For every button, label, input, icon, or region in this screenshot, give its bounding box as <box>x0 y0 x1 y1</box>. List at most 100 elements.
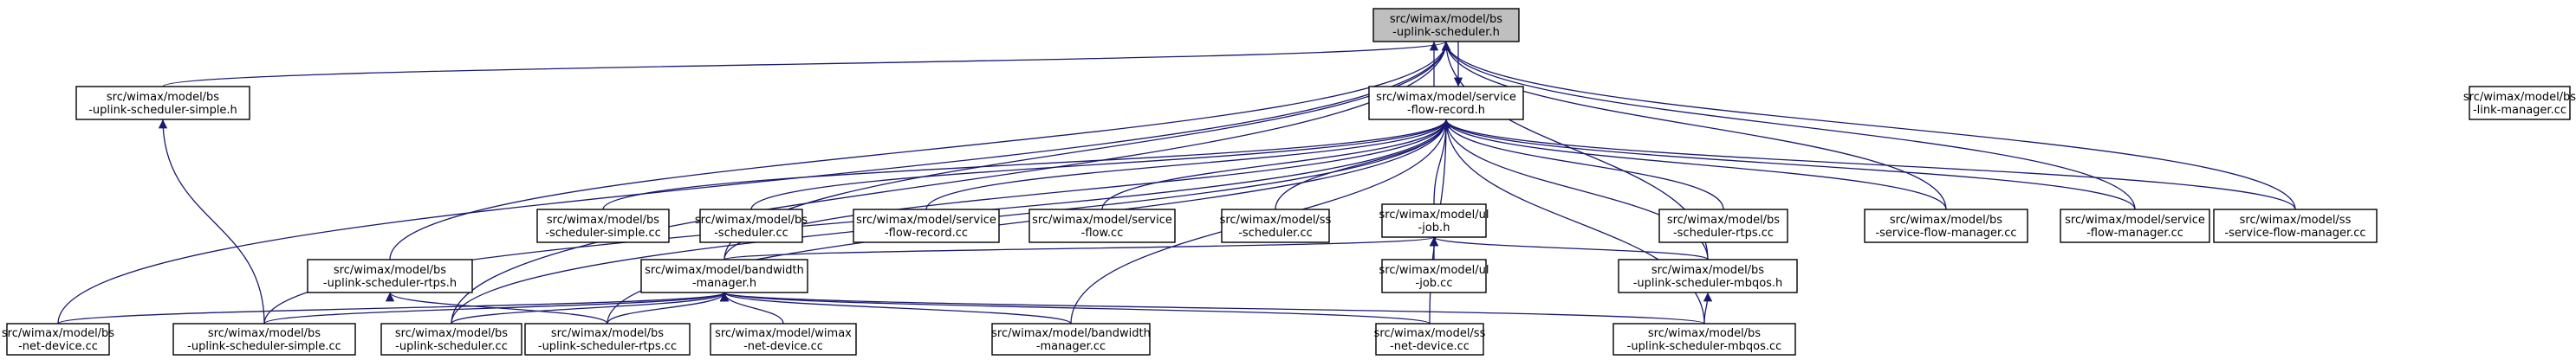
edge-bs-sched-rtps-to-sfr <box>1441 119 1724 210</box>
edge-usmbqos-h-to-ul-job-h <box>1430 236 1709 260</box>
node-label-line: -uplink-scheduler.cc <box>395 340 508 353</box>
node-ussimple-h[interactable]: src/wimax/model/bs-uplink-scheduler-simp… <box>75 86 250 120</box>
node-ss-sched[interactable]: src/wimax/model/ss-scheduler.cc <box>1220 209 1332 243</box>
node-label-line: -net-device.cc <box>743 340 823 353</box>
node-label-line: src/wimax/model/bs <box>547 214 659 227</box>
node-sf-cc[interactable]: src/wimax/model/service-flow.cc <box>1028 209 1176 243</box>
node-label-line: -flow.cc <box>1081 227 1124 240</box>
node-label-line: src/wimax/model/bandwidth <box>991 327 1151 340</box>
node-label-line: src/wimax/model/bs <box>551 327 664 340</box>
node-box <box>710 323 857 356</box>
node-box <box>2469 86 2571 120</box>
node-box <box>536 209 670 243</box>
node-label-line: src/wimax/model/bs <box>1390 13 1502 26</box>
node-label-line: -flow-record.h <box>1407 104 1485 117</box>
edge-ss-netdev-to-bwmgr-h <box>720 292 1431 325</box>
node-bwmgr-h[interactable]: src/wimax/model/bandwidth-manager.h <box>640 259 808 293</box>
node-linkmgr[interactable]: src/wimax/model/bs-link-manager.cc <box>2463 86 2576 120</box>
node-label-line: -link-manager.cc <box>2473 104 2566 117</box>
node-usmbqos-h[interactable]: src/wimax/model/bs-uplink-scheduler-mbqo… <box>1618 259 1798 293</box>
node-label-line: -uplink-scheduler-simple.cc <box>187 340 341 353</box>
node-label-line: src/wimax/model/ul <box>1379 264 1489 277</box>
node-label-line: -uplink-scheduler-rtps.cc <box>538 340 677 353</box>
node-usrtps-h[interactable]: src/wimax/model/bs-uplink-scheduler-rtps… <box>307 259 473 293</box>
node-label-line: src/wimax/model/bs <box>1648 327 1761 340</box>
node-label-line: src/wimax/model/bs <box>695 214 808 227</box>
node-bs-sched-simple[interactable]: src/wimax/model/bs-scheduler-simple.cc <box>536 209 670 243</box>
node-label-line: -scheduler-rtps.cc <box>1673 227 1774 240</box>
edge-ussimple-cc-to-ussimple-h <box>158 119 265 325</box>
node-box <box>75 86 250 120</box>
node-label-line: -flow-manager.cc <box>2086 227 2183 240</box>
edge-usrtps-cc-to-bwmgr-h <box>607 292 730 325</box>
edge-sf-cc-to-sfr <box>1101 119 1451 210</box>
node-label-line: -manager.cc <box>1036 340 1106 353</box>
node-box <box>1381 259 1487 293</box>
node-box <box>1618 259 1798 293</box>
node-box <box>2213 209 2378 243</box>
node-label-line: -uplink-scheduler-mbqos.cc <box>1627 340 1782 353</box>
node-label-line: -manager.h <box>692 277 756 290</box>
node-box <box>1368 86 1524 120</box>
edge-us-cc-to-bwmgr-h <box>451 292 730 325</box>
node-label-line: -net-device.cc <box>18 340 98 353</box>
node-sfr[interactable]: src/wimax/model/service-flow-record.h <box>1368 86 1524 120</box>
node-bs-sched-rtps[interactable]: src/wimax/model/bs-scheduler-rtps.cc <box>1658 209 1788 243</box>
node-root[interactable]: src/wimax/model/bs-uplink-scheduler.h <box>1372 8 1520 42</box>
node-label-line: -net-device.cc <box>1390 340 1470 353</box>
node-box <box>172 323 356 356</box>
node-label-line: -flow-record.cc <box>885 227 968 240</box>
edge-bs-sfm-to-root <box>1441 41 1947 210</box>
edge-bs-sfm-to-sfr <box>1441 119 1947 210</box>
node-bs-netdev[interactable]: src/wimax/model/bs-net-device.cc <box>2 323 114 356</box>
edge-sfm-to-root <box>1441 41 2136 210</box>
node-ss-sfm[interactable]: src/wimax/model/ss-service-flow-manager.… <box>2213 209 2378 243</box>
node-usmbqos-cc[interactable]: src/wimax/model/bs-uplink-scheduler-mbqo… <box>1612 323 1796 356</box>
edge-bwmgr-h-to-ul-job-h <box>723 236 1438 260</box>
node-sfm[interactable]: src/wimax/model/service-flow-manager.cc <box>2060 209 2210 243</box>
node-label-line: -scheduler-simple.cc <box>545 227 661 240</box>
node-label-line: src/wimax/model/bs <box>2 327 114 340</box>
node-label-line: src/wimax/model/bs <box>395 327 508 340</box>
node-label-line: -service-flow-manager.cc <box>2224 227 2365 240</box>
node-ussimple-cc[interactable]: src/wimax/model/bs-uplink-scheduler-simp… <box>172 323 356 356</box>
node-label-line: src/wimax/model/wimax <box>715 327 852 340</box>
node-bs-sfm[interactable]: src/wimax/model/bs-service-flow-manager.… <box>1864 209 2028 243</box>
node-box <box>1221 209 1330 243</box>
node-wimax-netdev[interactable]: src/wimax/model/wimax-net-device.cc <box>710 323 857 356</box>
node-usrtps-cc[interactable]: src/wimax/model/bs-uplink-scheduler-rtps… <box>524 323 691 356</box>
node-bs-sched[interactable]: src/wimax/model/bs-scheduler.cc <box>695 209 808 243</box>
node-label-line: src/wimax/model/bs <box>1651 264 1764 277</box>
node-us-cc[interactable]: src/wimax/model/bs-uplink-scheduler.cc <box>380 323 522 356</box>
edge-ussimple-h-to-root <box>162 41 1450 87</box>
node-label-line: src/wimax/model/service <box>2065 214 2205 227</box>
node-box <box>1864 209 2028 243</box>
edge-sfm-to-sfr <box>1441 119 2136 210</box>
node-box <box>699 209 803 243</box>
edge-sfr-cc-to-sfr <box>925 119 1451 210</box>
node-label-line: -scheduler.cc <box>714 227 788 240</box>
node-box <box>991 323 1151 356</box>
node-bwmgr-cc[interactable]: src/wimax/model/bandwidth-manager.cc <box>991 323 1151 356</box>
node-box <box>640 259 808 293</box>
node-box <box>1372 8 1520 42</box>
node-ss-netdev[interactable]: src/wimax/model/ss-net-device.cc <box>1374 323 1486 356</box>
node-box <box>6 323 110 356</box>
node-label-line: src/wimax/model/service <box>1376 91 1516 104</box>
node-box <box>2060 209 2210 243</box>
node-ul-job-cc[interactable]: src/wimax/model/ul-job.cc <box>1379 259 1489 293</box>
node-box <box>1375 323 1484 356</box>
node-label-line: -uplink-scheduler-simple.h <box>88 104 237 117</box>
node-label-line: src/wimax/model/ss <box>1220 214 1332 227</box>
edge-ss-sfm-to-sfr <box>1441 119 2296 210</box>
node-label-line: -uplink-scheduler-mbqos.h <box>1633 277 1783 290</box>
node-label-line: -job.cc <box>1416 277 1453 290</box>
node-box <box>1028 209 1176 243</box>
node-label-line: src/wimax/model/bs <box>334 264 446 277</box>
edge-ss-sfm-to-root <box>1441 41 2296 210</box>
edge-usmbqos-cc-to-bwmgr-h <box>720 292 1705 325</box>
node-ul-job-h[interactable]: src/wimax/model/ul-job.h <box>1379 203 1489 238</box>
node-label-line: src/wimax/model/service <box>1032 214 1172 227</box>
node-sfr-cc[interactable]: src/wimax/model/service-flow-record.cc <box>853 209 1000 243</box>
node-label-line: -uplink-scheduler-rtps.h <box>323 277 457 290</box>
